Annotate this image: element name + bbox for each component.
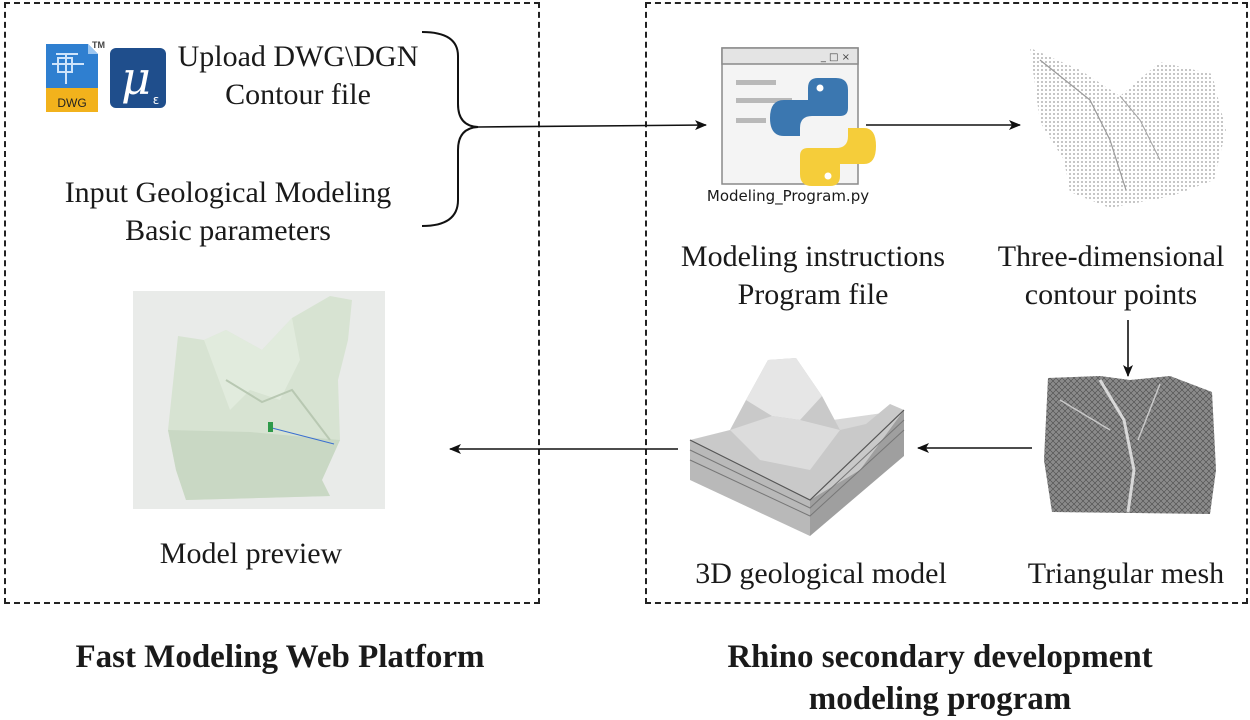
arrow-brace-to-program xyxy=(477,120,707,131)
input-label-line2: Basic parameters xyxy=(125,214,331,247)
program-label-line1: Modeling instructions xyxy=(680,240,946,273)
upload-label-line1: Upload DWG\DGN xyxy=(177,40,419,73)
web-platform-panel xyxy=(4,2,540,604)
points-label-line1: Three-dimensional xyxy=(997,240,1225,273)
svg-text:μ: μ xyxy=(121,51,151,105)
rhino-program-panel xyxy=(645,2,1248,604)
upload-label-line2: Contour file xyxy=(225,78,371,111)
triangular-mesh-label: Triangular mesh xyxy=(1027,557,1225,590)
program-file-label: Modeling instructions Program file xyxy=(664,238,962,314)
upload-label: Upload DWG\DGN Contour file xyxy=(160,38,436,114)
contour-points-label: Three-dimensional contour points xyxy=(980,238,1242,314)
web-platform-title: Fast Modeling Web Platform xyxy=(75,639,485,675)
input-parameters-label: Input Geological Modeling Basic paramete… xyxy=(36,174,420,250)
program-filename: Modeling_Program.py xyxy=(706,187,870,205)
input-label-line1: Input Geological Modeling xyxy=(64,176,392,209)
svg-text:ε: ε xyxy=(153,93,160,107)
geological-model-label: 3D geological model xyxy=(695,557,947,590)
rhino-title-line1: Rhino secondary development xyxy=(727,639,1153,675)
rhino-title-line2: modeling program xyxy=(808,681,1072,717)
tm-mark: TM xyxy=(92,40,105,50)
points-label-line2: contour points xyxy=(1024,278,1198,311)
program-label-line2: Program file xyxy=(737,278,889,311)
model-preview-label: Model preview xyxy=(159,537,343,570)
dwg-badge-text: DWG xyxy=(57,96,86,110)
svg-text:_ □ ×: _ □ × xyxy=(820,52,850,63)
rhino-program-title: Rhino secondary development modeling pro… xyxy=(660,636,1220,720)
